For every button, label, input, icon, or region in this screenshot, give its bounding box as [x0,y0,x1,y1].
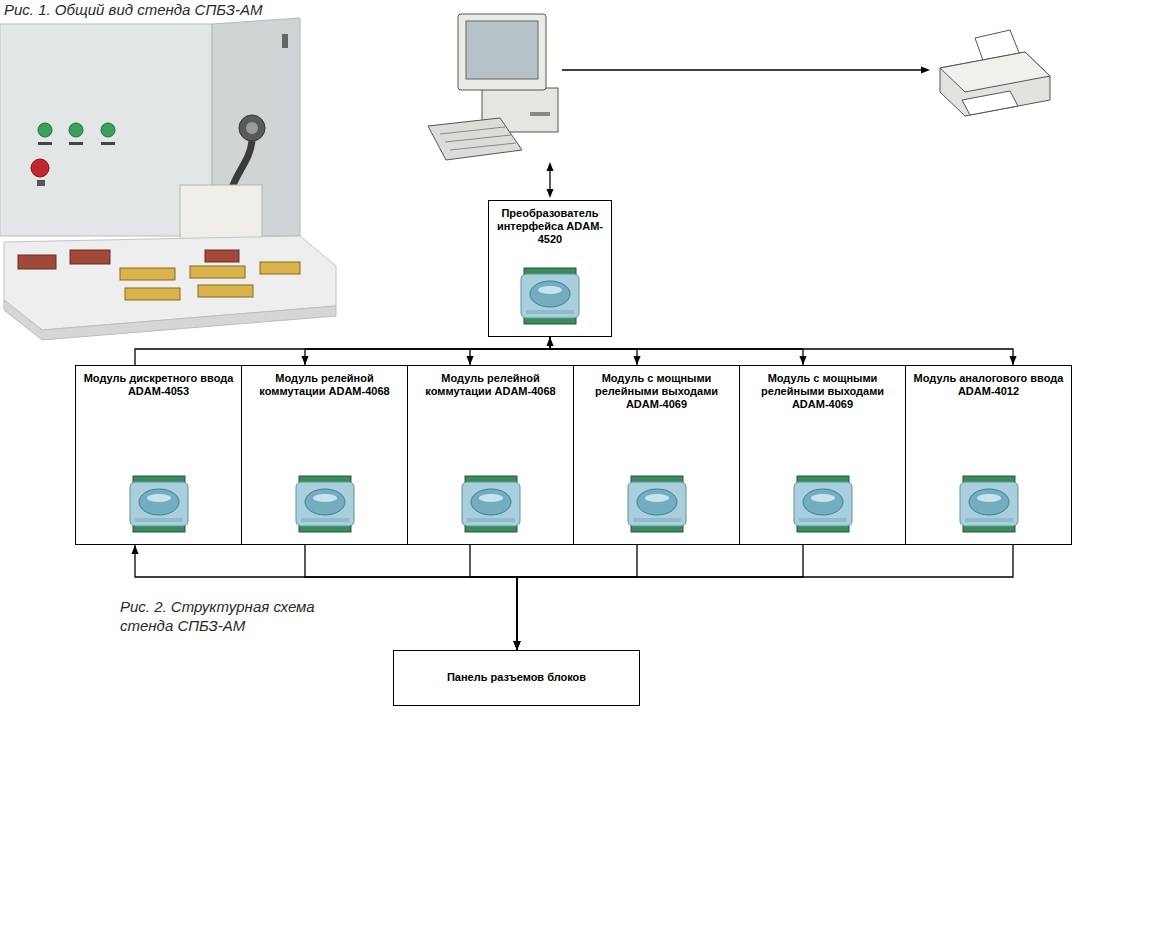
connector [550,337,1017,365]
connector [513,545,1013,650]
connector [305,545,521,650]
arrowhead [466,356,473,365]
node-label: Модуль дискретного ввода ADAM-4053 [81,372,236,398]
arrowhead [513,641,520,650]
adam-module-icon [293,474,357,534]
connector [131,545,517,650]
adam-module-icon [459,474,523,534]
adam-module-icon [518,266,582,326]
connector-panel-box: Панель разъемов блоков [393,650,640,706]
figure-caption: Рис. 2. Структурная схема стенда СПБЗ-АМ [120,598,350,636]
module-box: Модуль аналогового ввода ADAM-4012 [905,365,1072,545]
connector-line [550,337,637,365]
adam-module-icon [957,474,1021,534]
converter-box: Преобразователь интерфейса ADAM-4520 [488,200,612,337]
connector-line [517,545,637,650]
arrowhead [513,641,520,650]
connector-line [517,545,803,650]
connector-line [470,337,550,365]
stand-illustration [0,18,336,340]
connector-line [305,545,517,650]
connector [135,337,554,365]
pc-wires [547,67,931,199]
module-box: Модуль дискретного ввода ADAM-4053 [75,365,242,545]
connector [466,337,550,365]
node-label: Панель разъемов блоков [447,671,586,684]
module-box: Модуль с мощными релейными выходами ADAM… [739,365,906,545]
connector-line [135,337,550,365]
printer-icon [940,30,1050,116]
arrowhead [131,545,138,554]
connector-line [517,545,1013,650]
adam-module-icon [625,474,689,534]
node-label: Модуль релейной коммутации ADAM-4068 [247,372,402,398]
connector [550,337,807,365]
adam-module-icon [791,474,855,534]
arrowhead [513,641,520,650]
module-box: Модуль с мощными релейными выходами ADAM… [573,365,740,545]
connector-line [550,337,803,365]
node-label: Модуль с мощными релейными выходами ADAM… [745,372,900,412]
node-label: Модуль релейной коммутации ADAM-4068 [413,372,568,398]
connector [550,337,641,365]
figure-caption: Рис. 1. Общий вид стенда СПБЗ-АМ [4,1,334,20]
arrowhead [513,641,520,650]
connector-line [305,337,550,365]
connector-line [135,545,517,650]
computer-icon [428,14,558,160]
arrowhead [633,356,640,365]
connector [470,545,521,650]
node-label: Модуль с мощными релейными выходами ADAM… [579,372,734,412]
node-label: Модуль аналогового ввода ADAM-4012 [911,372,1066,398]
arrowhead [799,356,806,365]
adam-module-icon [127,474,191,534]
connector-line [470,545,517,650]
connector [513,545,637,650]
arrowhead [513,641,520,650]
arrowhead [1009,356,1016,365]
connector [513,545,803,650]
node-label: Преобразователь интерфейса ADAM-4520 [494,207,606,247]
arrowhead [301,356,308,365]
connector [301,337,550,365]
module-box: Модуль релейной коммутации ADAM-4068 [407,365,574,545]
connector-line [550,337,1013,365]
module-box: Модуль релейной коммутации ADAM-4068 [241,365,408,545]
